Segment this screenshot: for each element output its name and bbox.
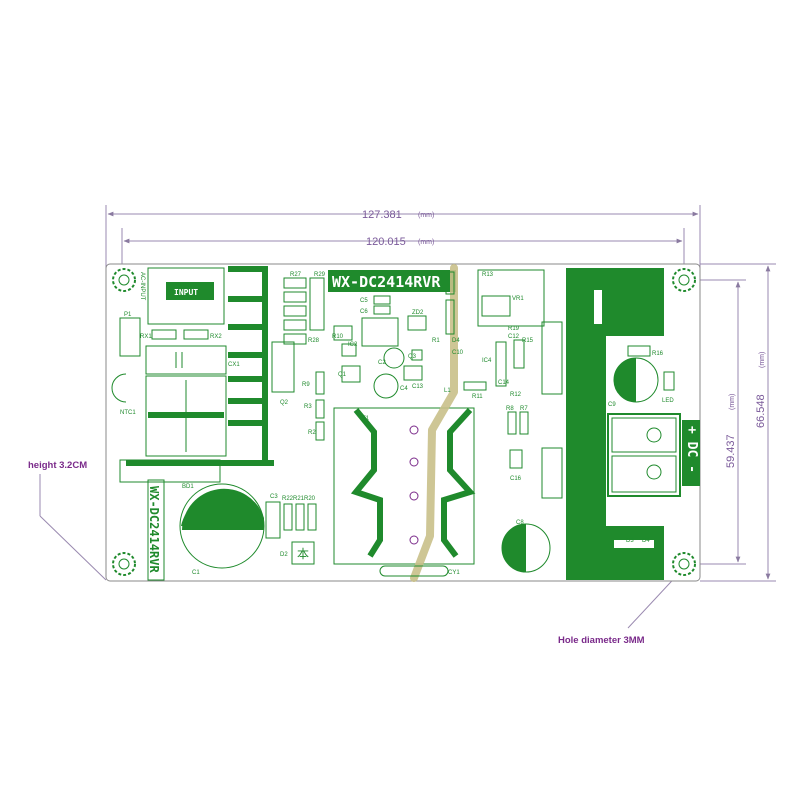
dc-output-terminal: + DC - [607, 413, 700, 497]
c4-label: C4 [400, 386, 408, 392]
q3-label: Q3 [408, 354, 417, 360]
controller-ic2 [333, 295, 427, 399]
capacitor-c9: C9 [608, 357, 659, 408]
svg-text:P1: P1 [124, 312, 132, 318]
r27-label: R27 [290, 272, 302, 278]
resistors-r20-r22 [283, 503, 317, 531]
diode-d2: 本 D2 [280, 541, 315, 565]
r22-label: R22R21R20 [282, 496, 316, 502]
svg-text:WX-DC2414RVR: WX-DC2414RVR [332, 273, 441, 291]
c12-label: C12 [508, 334, 520, 340]
secondary-control [445, 269, 563, 499]
d3-label: D3 [626, 538, 634, 544]
r13-label: R13 [482, 272, 494, 278]
dimension-overall-height [700, 263, 776, 582]
c2-label: C2 [378, 360, 386, 366]
svg-text:NTC1: NTC1 [120, 410, 136, 416]
mounting-hole-bottom-right [672, 552, 696, 576]
overall-height-unit: (mm) [759, 352, 766, 368]
height-note: height 3.2CM [28, 460, 87, 471]
resistor-stack-r27 [283, 277, 325, 345]
capacitor-cy1: CY1 [379, 565, 460, 577]
output-heatsink [566, 268, 664, 580]
r28-label: R28 [308, 338, 320, 344]
hole-spacing-y-value: 59.437 [725, 434, 737, 468]
svg-text:AC-INPUT: AC-INPUT [139, 272, 145, 301]
led-label: LED [662, 398, 674, 404]
r7-label: R7 [520, 406, 528, 412]
svg-text:本: 本 [297, 547, 309, 561]
fuse-p1: P1 RX1 RX2 [119, 312, 222, 357]
output-secondary-parts [627, 345, 675, 391]
ic2-label: IC2 [348, 342, 358, 348]
c16-label: C16 [510, 476, 522, 482]
svg-text:R9: R9 [302, 382, 310, 388]
svg-text:RX2: RX2 [210, 334, 222, 340]
svg-text:C1: C1 [192, 570, 200, 576]
q1-label: Q1 [338, 372, 347, 378]
ic4-label: IC4 [482, 358, 492, 364]
c5-label: C5 [360, 298, 368, 304]
svg-text:C9: C9 [608, 402, 616, 408]
mounting-hole-top-right [672, 268, 696, 292]
r1-label: R1 [432, 338, 440, 344]
left-heat-traces [119, 266, 274, 483]
height-callout-line [39, 474, 107, 581]
capacitor-c1: C1 [179, 483, 265, 576]
c6-label: C6 [360, 309, 368, 315]
zd2-label: ZD2 [412, 310, 424, 316]
c13-label: C13 [412, 384, 424, 390]
r8-label: R8 [506, 406, 514, 412]
c14-label: C14 [498, 380, 510, 386]
model-top-banner: WX-DC2414RVR [328, 270, 456, 292]
ac-input-connector: INPUT AC-INPUT [139, 267, 225, 325]
common-mode-choke [145, 375, 227, 457]
svg-text:INPUT: INPUT [174, 288, 198, 297]
l1-label: L1 [444, 388, 451, 394]
isolation-slot [410, 264, 458, 582]
overall-height-value: 66.548 [755, 394, 767, 428]
svg-text:RX1: RX1 [140, 334, 152, 340]
r10-label: R10 [332, 334, 344, 340]
mounting-hole-bottom-left [112, 552, 136, 576]
d4-label: D4 [452, 338, 460, 344]
r16-label: R16 [652, 351, 664, 357]
hole-spacing-y-unit: (mm) [729, 394, 736, 410]
capacitor-cx1: CX1 [145, 345, 240, 375]
hole-spacing-x-unit: (mm) [418, 239, 434, 246]
model-side-label: WX-DC2414RVR [147, 486, 161, 573]
capacitor-c3: C3 [265, 494, 281, 539]
svg-text:+ DC -: + DC - [684, 426, 699, 473]
capacitor-c8: C8 [501, 520, 551, 573]
hole-note: Hole diameter 3MM [558, 635, 645, 646]
vr1-label: VR1 [512, 296, 524, 302]
r15-label: R15 [522, 338, 534, 344]
c10-label: C10 [452, 350, 464, 356]
dimension-overall-width [105, 205, 701, 268]
r11-label: R11 [472, 394, 483, 400]
svg-text:C8: C8 [516, 520, 524, 526]
svg-text:T1: T1 [362, 416, 370, 422]
svg-text:CX1: CX1 [228, 362, 240, 368]
svg-text:CY1: CY1 [448, 570, 460, 576]
svg-text:Q2: Q2 [280, 400, 289, 406]
svg-text:D2: D2 [280, 552, 288, 558]
overall-width-value: 127.381 [362, 209, 402, 221]
transformer-t1: T1 [333, 407, 476, 565]
bd1-label: BD1 [182, 484, 194, 490]
model-side-frame [147, 479, 165, 581]
mounting-hole-top-left [112, 268, 136, 292]
mosfet-q2: Q2 R9 R3 R2 [271, 341, 325, 441]
hole-spacing-x-value: 120.015 [366, 236, 406, 248]
d4b-label: D4 [642, 538, 650, 544]
ntc-thermistor: NTC1 [111, 373, 136, 416]
svg-text:C3: C3 [270, 494, 278, 500]
r12-label: R12 [510, 392, 522, 398]
svg-text:R2: R2 [308, 430, 316, 436]
r19-label: R19 [508, 326, 520, 332]
svg-text:R3: R3 [304, 404, 312, 410]
overall-width-unit: (mm) [418, 212, 434, 219]
r29-label: R29 [314, 272, 326, 278]
